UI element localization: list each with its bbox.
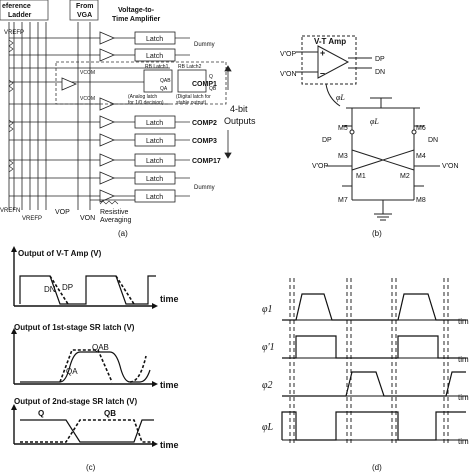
panel-c-title-1: Output of V-T Amp (V) bbox=[18, 249, 102, 258]
latch-label: Latch bbox=[146, 158, 163, 165]
vop-label: VOP bbox=[55, 209, 70, 216]
averaging-label: Averaging bbox=[100, 217, 132, 224]
vcom-label: VCOM bbox=[80, 70, 95, 76]
panel-c-title-3: Output of 2nd-stage SR latch (V) bbox=[14, 397, 137, 406]
latch-label: Latch bbox=[146, 138, 163, 145]
vt-amp-label: Voltage-to- bbox=[118, 7, 155, 14]
m3-label: M3 bbox=[338, 153, 348, 160]
dp-label-b: DP bbox=[375, 56, 385, 63]
q-label-a: Q bbox=[209, 74, 213, 80]
rb-latch1-label: RB Latch1 bbox=[145, 64, 169, 70]
analog-latch-label-2: for 1/0 decision) bbox=[128, 100, 164, 106]
panel-b-labels: V-T Amp + – V'OP V'ON DP DN φL φL M5 M6 … bbox=[280, 37, 459, 238]
time-label-d-2: tim bbox=[458, 355, 469, 364]
vt-amp-label-2: Time Amplifier bbox=[112, 16, 161, 23]
time-label-d-3: tim bbox=[458, 393, 469, 402]
m1-label: M1 bbox=[356, 173, 366, 180]
time-label-1: time bbox=[160, 294, 179, 304]
panel-c-labels: Output of V-T Amp (V) Output of 1st-stag… bbox=[14, 249, 179, 472]
vrefp-bottom-label: VREFP bbox=[22, 216, 42, 222]
caption-c: (c) bbox=[86, 463, 96, 472]
comp17-label: COMP17 bbox=[192, 158, 221, 165]
m2-label: M2 bbox=[400, 173, 410, 180]
comp3-label: COMP3 bbox=[192, 138, 217, 145]
dn-label-c: DN bbox=[44, 285, 56, 294]
von-label-b: V'ON bbox=[280, 71, 297, 78]
m5-label: M5 bbox=[338, 125, 348, 132]
phi1-label: φ1 bbox=[262, 304, 273, 315]
digital-latch-label: (Digital latch for bbox=[176, 94, 211, 100]
dummy-label-bottom: Dummy bbox=[194, 185, 215, 191]
time-label-2: time bbox=[160, 380, 179, 390]
analog-latch-label: (Analog latch bbox=[128, 94, 157, 100]
von-label-b-2: V'ON bbox=[442, 163, 459, 170]
resistive-label: Resistive bbox=[100, 209, 129, 216]
latch-blocks: Latch Latch Latch Latch Latch Latch Latc… bbox=[134, 31, 190, 203]
latch-label: Latch bbox=[146, 120, 163, 127]
vcom-label-2: VCOM bbox=[80, 96, 95, 102]
dummy-label-top: Dummy bbox=[194, 42, 215, 48]
bits-label: 4-bit bbox=[230, 104, 248, 114]
phil-label-b: φL bbox=[336, 93, 345, 102]
panel-a-labels: eference Ladder From VGA Voltage-to- Tim… bbox=[0, 3, 256, 238]
vop-label-b-2: V'OP bbox=[312, 163, 328, 170]
qb-label-a: QB bbox=[209, 86, 217, 92]
vrefn-label: VREFN bbox=[0, 208, 20, 214]
outputs-label: Outputs bbox=[224, 116, 256, 126]
caption-d: (d) bbox=[372, 463, 382, 472]
vt-amp-title: V-T Amp bbox=[314, 37, 346, 46]
vrefp-label: VREFP bbox=[4, 30, 24, 36]
digital-latch-label-2: stable output) bbox=[176, 100, 207, 106]
from-vga-label-2: VGA bbox=[77, 12, 92, 19]
m4-label: M4 bbox=[416, 153, 426, 160]
dn-label-b-2: DN bbox=[428, 137, 438, 144]
qab-label-a: QAB bbox=[160, 78, 171, 84]
time-label-3: time bbox=[160, 440, 179, 450]
phi2-label: φ2 bbox=[262, 380, 273, 391]
rb-latch2-label: RB Latch2 bbox=[178, 64, 202, 70]
dp-label-b-2: DP bbox=[322, 137, 332, 144]
latch-label: Latch bbox=[146, 176, 163, 183]
caption-a: (a) bbox=[118, 229, 128, 238]
m6-label: M6 bbox=[416, 125, 426, 132]
dn-label-b: DN bbox=[375, 69, 385, 76]
dp-label-c: DP bbox=[62, 283, 73, 292]
panel-c-waveforms bbox=[11, 246, 158, 447]
time-label-d-1: tim bbox=[458, 317, 469, 326]
vop-label-b: V'OP bbox=[280, 51, 296, 58]
phil-label-d: φL bbox=[262, 422, 274, 433]
von-label: VON bbox=[80, 215, 95, 222]
comp2-label: COMP2 bbox=[192, 120, 217, 127]
panel-d-timing bbox=[281, 278, 468, 446]
qb-label-c: QB bbox=[104, 409, 116, 418]
plus-sign: + bbox=[320, 48, 325, 58]
m8-label: M8 bbox=[416, 197, 426, 204]
phi1p-label: φ'1 bbox=[262, 342, 275, 353]
latch-label: Latch bbox=[146, 36, 163, 43]
caption-b: (b) bbox=[372, 229, 382, 238]
from-vga-label: From bbox=[76, 3, 94, 10]
minus-sign: – bbox=[320, 68, 325, 78]
q-label-c: Q bbox=[38, 409, 44, 418]
panel-d-labels: φ1 φ'1 φ2 φL tim tim tim tim (d) bbox=[262, 304, 469, 472]
qa-label-c: QA bbox=[66, 367, 78, 376]
panel-c-title-2: Output of 1st-stage SR latch (V) bbox=[14, 323, 135, 332]
phil-label-b-2: φL bbox=[370, 117, 379, 126]
comp1-label: COMP1 bbox=[192, 81, 217, 88]
ref-ladder-label: eference bbox=[2, 3, 31, 10]
ref-ladder-label-2: Ladder bbox=[8, 12, 32, 19]
time-label-d-4: tim bbox=[458, 437, 469, 446]
latch-label: Latch bbox=[146, 53, 163, 60]
latch-label: Latch bbox=[146, 194, 163, 201]
m7-label: M7 bbox=[338, 197, 348, 204]
panel-a-circuit bbox=[0, 0, 232, 210]
qa-label-a: QA bbox=[160, 86, 168, 92]
panel-b-circuit bbox=[296, 35, 440, 221]
qab-label-c: QAB bbox=[92, 343, 109, 352]
